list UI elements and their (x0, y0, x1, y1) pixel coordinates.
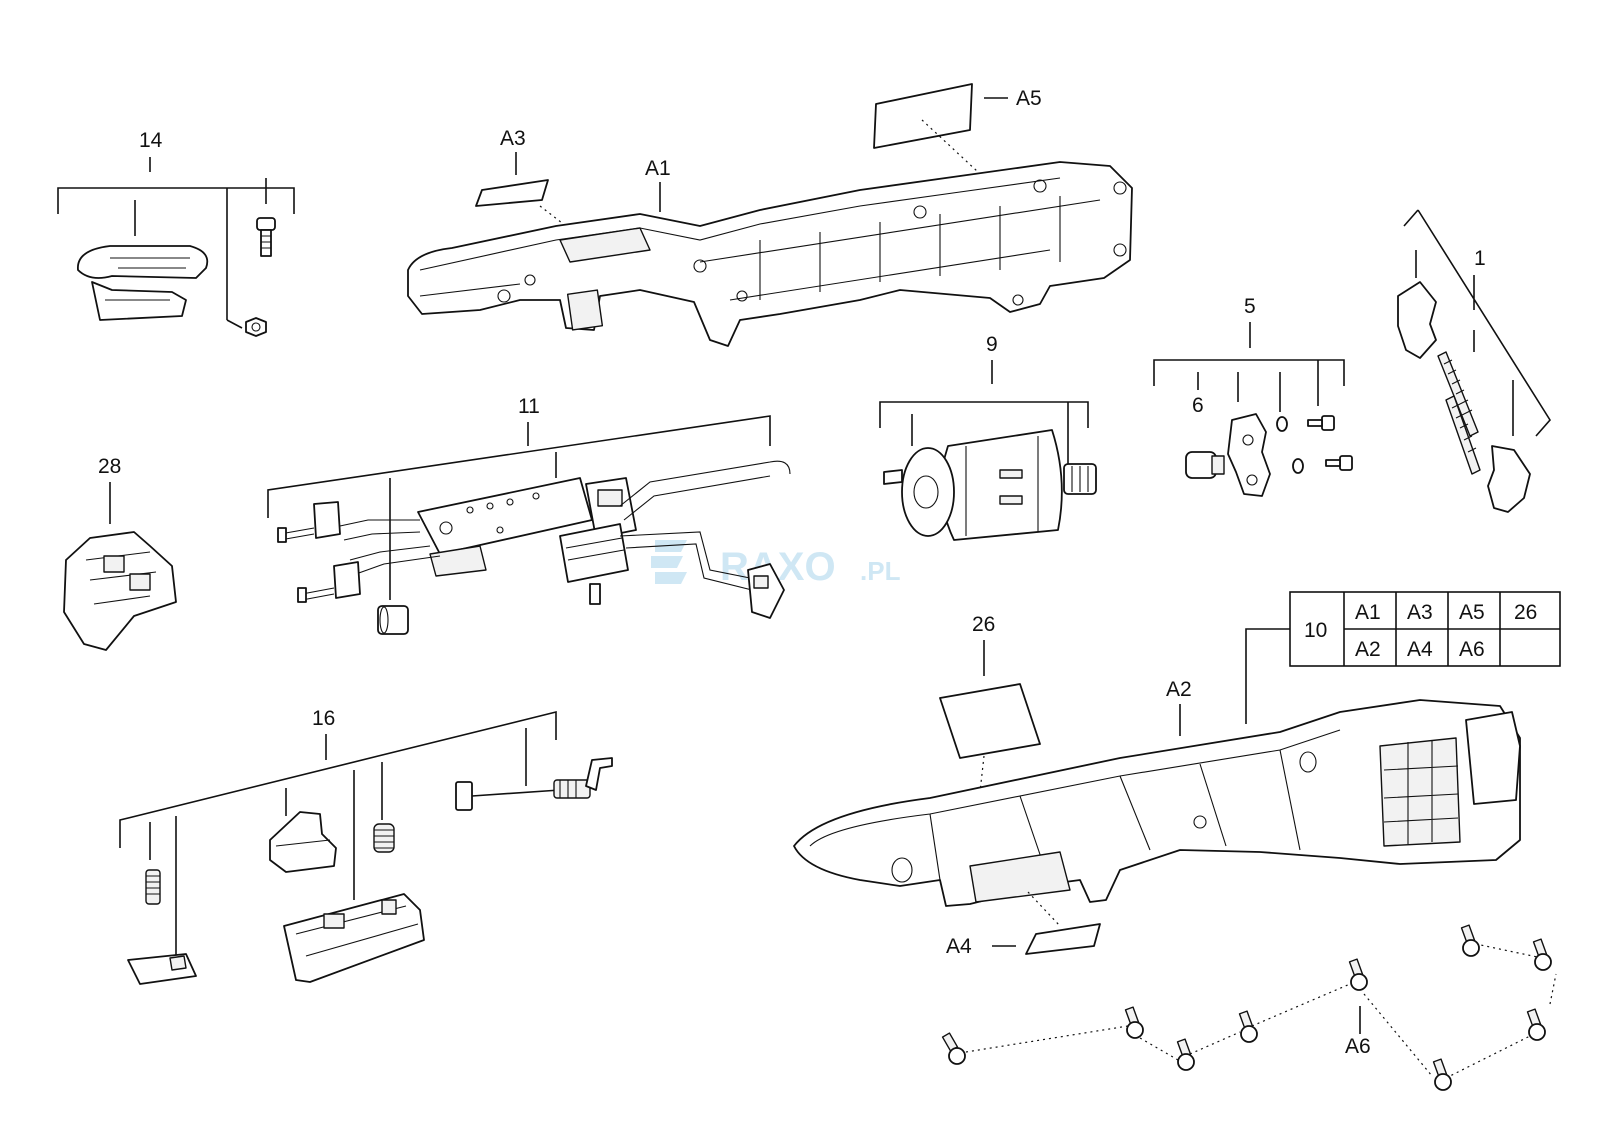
part-9-motor-group: 9 (879, 333, 1097, 541)
table-cell-r1c3: A5 (1459, 601, 1485, 624)
latch-upper (1397, 281, 1437, 359)
part-a2-housing: A2 (793, 678, 1521, 907)
label-a6: A6 (1345, 1035, 1371, 1058)
pcb-board (417, 477, 593, 577)
latch-lower (1487, 445, 1531, 513)
bracket-5 (1153, 322, 1345, 386)
label-14: 14 (139, 129, 163, 152)
switch-module (559, 477, 637, 605)
belt-clip (77, 245, 209, 321)
screw-a6-7 (1526, 1008, 1546, 1041)
part-5-group: 5 6 (1153, 295, 1353, 497)
latch-cover (283, 893, 425, 983)
table-cell-r1c2: A3 (1407, 601, 1433, 624)
ferrite-sleeve (377, 605, 409, 635)
label-28: 28 (98, 455, 121, 478)
brush-cap (1185, 451, 1225, 479)
screw-a6-4 (1238, 1010, 1258, 1043)
part-26-group: 26 (939, 613, 1041, 829)
a5-label (873, 83, 973, 149)
screw-a6-8 (1532, 938, 1552, 971)
screw-a6-3 (1176, 1038, 1195, 1071)
label-5: 5 (1244, 295, 1256, 318)
clip-nut (245, 317, 267, 337)
label-a2: A2 (1166, 678, 1192, 701)
part-a5-group: A5 (873, 83, 1042, 173)
bracket-9 (879, 360, 1089, 428)
brush-left-upper (277, 501, 341, 543)
dotted-a6-path (965, 943, 1557, 1079)
terminal-cover (63, 531, 177, 651)
leader-10 (1245, 628, 1290, 724)
clip-screw (256, 217, 276, 257)
leader-14c (226, 319, 243, 329)
watermark-suffix: .PL (860, 556, 901, 586)
screw-a6-2 (1124, 1006, 1144, 1039)
latch-spring-1 (1437, 351, 1479, 437)
dotted-a3 (539, 205, 567, 227)
washer-2 (1292, 458, 1304, 474)
washer-1 (1276, 416, 1288, 432)
label-6: 6 (1192, 394, 1204, 417)
part-a1-housing: A1 (407, 157, 1133, 347)
latch-spring-small (145, 869, 161, 905)
label-9: 9 (986, 333, 998, 356)
bracket-1 (1403, 209, 1551, 437)
label-11: 11 (518, 395, 540, 418)
table-group-number: 10 (1304, 619, 1327, 642)
part-11-group: 11 (267, 395, 791, 635)
part-a6-screws-group: A6 (941, 924, 1557, 1091)
label-a5: A5 (1016, 87, 1042, 110)
a3-label-plate (475, 179, 549, 207)
label-26-plate (939, 683, 1041, 759)
table-cell-r1c1: A1 (1355, 601, 1381, 624)
screw-a6-9 (1460, 924, 1480, 957)
bracket-11 (267, 415, 771, 518)
label-a3: A3 (500, 127, 526, 150)
latch-coil-spring (373, 823, 395, 853)
part-16-group: 16 (119, 707, 613, 985)
dotted-a4 (1027, 891, 1061, 927)
table-cell-r1c4: 26 (1514, 601, 1537, 624)
motor (883, 429, 1097, 541)
part-14-belt-clip-group: 14 (57, 129, 295, 337)
a4-label-plate (1025, 923, 1101, 955)
dotted-a5 (921, 119, 979, 173)
connector-right (747, 563, 785, 619)
screw-a6-6 (1432, 1058, 1452, 1091)
table-cell-r2c2: A4 (1407, 638, 1433, 661)
part-1-group: 1 (1397, 209, 1551, 513)
table-cell-r2c1: A2 (1355, 638, 1381, 661)
holder-screw-2 (1325, 455, 1353, 471)
label-a1: A1 (645, 157, 671, 180)
label-1: 1 (1474, 247, 1486, 270)
label-16: 16 (312, 707, 335, 730)
latch-rod (455, 757, 613, 811)
part-a4-group: A4 (946, 891, 1101, 958)
screw-a6-5 (1348, 958, 1368, 991)
bracket-16 (119, 710, 557, 848)
table-cell-r2c3: A6 (1459, 638, 1485, 661)
label-26: 26 (972, 613, 995, 636)
part-28-group: 28 (63, 455, 177, 651)
part-10-table: 10 A1 A3 A5 26 A2 A4 A6 (1245, 591, 1561, 724)
holder-screw-1 (1307, 415, 1335, 431)
latch-button (127, 953, 197, 985)
brush-left-lower (297, 561, 361, 603)
bracket-14 (57, 157, 295, 214)
part-a3-group: A3 (475, 127, 567, 227)
latch-spring-2 (1445, 395, 1481, 475)
brush-holder-plate (1227, 413, 1271, 497)
wire-harness (339, 460, 791, 593)
screw-a6-1 (941, 1032, 966, 1065)
label-a4: A4 (946, 935, 972, 958)
watermark: RAXO .PL (651, 540, 901, 589)
latch-lever (269, 811, 337, 873)
